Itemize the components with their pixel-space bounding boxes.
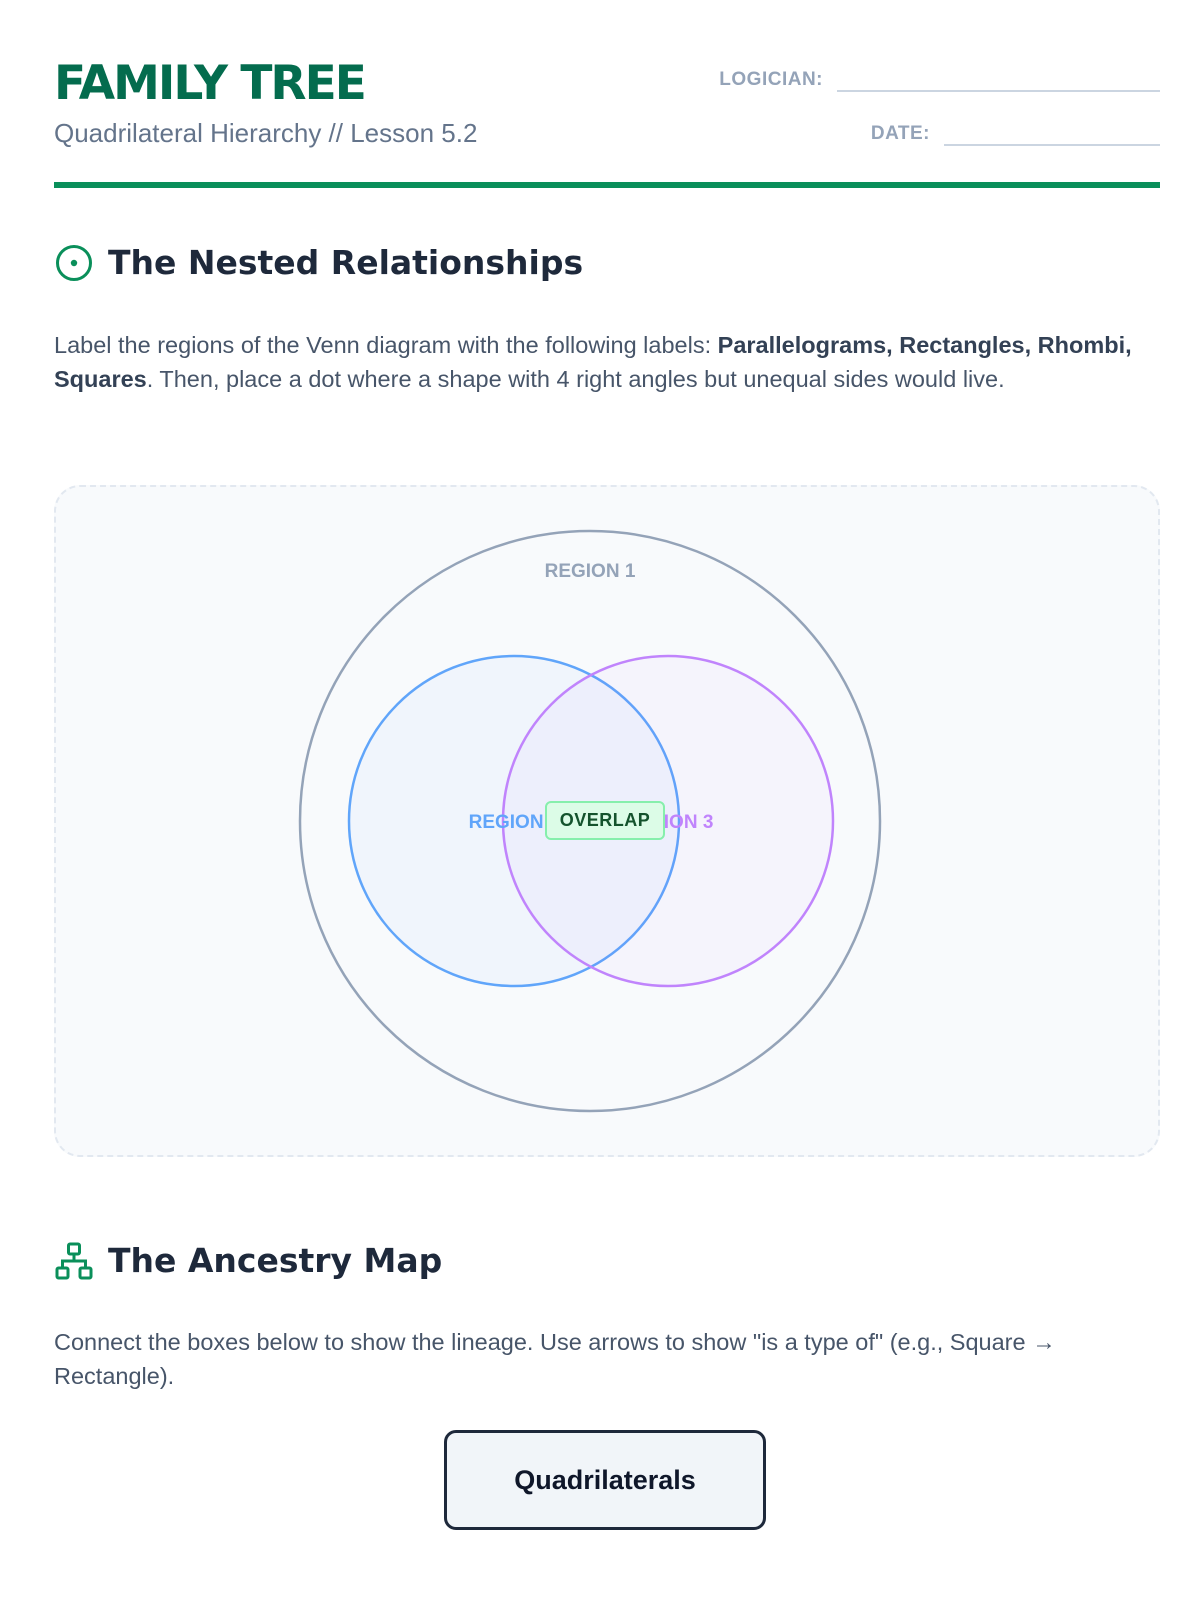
section-title: The Nested Relationships bbox=[108, 243, 584, 282]
node-quadrilaterals[interactable]: Quadrilaterals bbox=[444, 1430, 766, 1530]
section-nested-relationships-heading: The Nested Relationships bbox=[54, 243, 583, 283]
region-2-circle[interactable] bbox=[347, 654, 681, 988]
ancestry-instructions: Connect the boxes below to show the line… bbox=[54, 1329, 1056, 1389]
instructions-text-end: . Then, place a dot where a shape with 4… bbox=[146, 366, 1005, 392]
instructions-text: Label the regions of the Venn diagram wi… bbox=[54, 332, 718, 358]
target-icon bbox=[54, 243, 94, 283]
worksheet-header: FAMILY TREE Quadrilateral Hierarchy // L… bbox=[54, 56, 1160, 192]
logician-input-line[interactable] bbox=[837, 60, 1160, 92]
date-label: DATE: bbox=[870, 123, 930, 144]
header-divider bbox=[54, 182, 1160, 188]
date-input-line[interactable] bbox=[944, 114, 1160, 146]
section-title: The Ancestry Map bbox=[108, 1241, 443, 1280]
region-2-label: REGION 2 bbox=[469, 812, 560, 833]
hierarchy-icon bbox=[54, 1241, 94, 1281]
overlap-label: OVERLAP bbox=[545, 801, 665, 840]
region-3-circle[interactable] bbox=[501, 654, 835, 988]
venn-diagram-area[interactable]: REGION 1 REGION 2 REGION 3 OVERLAP bbox=[54, 485, 1160, 1157]
worksheet-title: FAMILY TREE bbox=[54, 56, 367, 111]
instructions-labels: Parallelograms, Rectangles, Rhombi, Squa… bbox=[54, 332, 1132, 392]
region-1-label: REGION 1 bbox=[545, 561, 636, 582]
worksheet-subtitle: Quadrilateral Hierarchy // Lesson 5.2 bbox=[54, 118, 478, 148]
section-ancestry-map-heading: The Ancestry Map bbox=[54, 1241, 442, 1281]
logician-label: LOGICIAN: bbox=[719, 69, 823, 90]
date-field: DATE: bbox=[871, 114, 1160, 146]
logician-field: LOGICIAN: bbox=[719, 60, 1160, 92]
venn-instructions: Label the regions of the Venn diagram wi… bbox=[54, 328, 1160, 396]
